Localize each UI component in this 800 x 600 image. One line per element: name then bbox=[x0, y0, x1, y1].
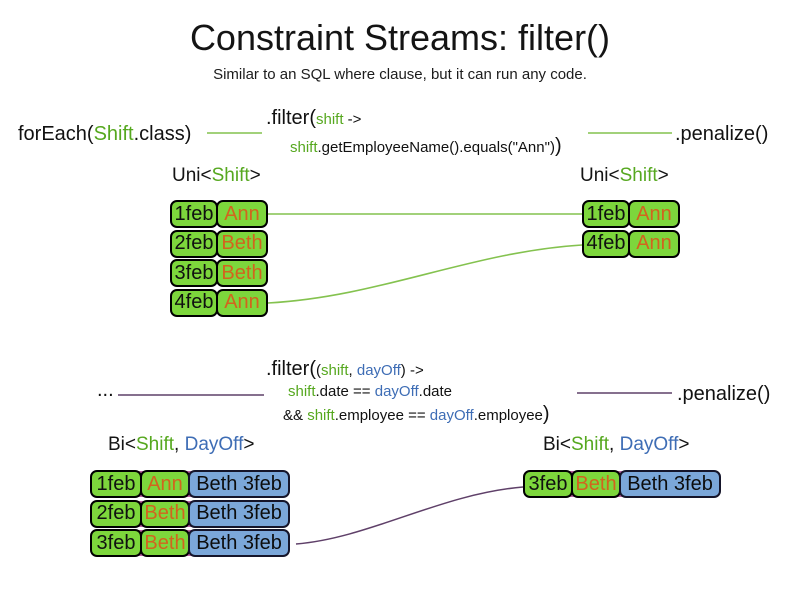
page-title: Constraint Streams: filter() bbox=[189, 17, 611, 58]
shift-name-cell: Ann bbox=[628, 229, 680, 258]
token-comma: , bbox=[348, 362, 357, 379]
token-uni-pre: Uni< bbox=[580, 165, 620, 186]
shift-name-cell: Beth bbox=[571, 470, 621, 498]
shift-date-cell: 2feb bbox=[170, 229, 218, 258]
token-arrow: -> bbox=[405, 362, 424, 379]
bi-header-right: Bi<Shift, DayOff> bbox=[543, 434, 689, 456]
token-bi-comma: , bbox=[609, 434, 620, 455]
token-bi-post: > bbox=[243, 434, 255, 455]
token-uni-post: > bbox=[657, 165, 669, 186]
shift-name-cell: Beth bbox=[216, 259, 268, 287]
table-row: 1feb Ann bbox=[170, 200, 268, 228]
uni-shift-header-left: Uni<Shift> bbox=[172, 165, 261, 187]
token-filter-head: .filter( bbox=[266, 107, 316, 129]
shift-name-cell: Ann bbox=[628, 200, 680, 228]
uni-shift-table-left: 1feb Ann 2feb Beth 3feb Beth 4feb Ann bbox=[170, 200, 268, 318]
code-foreach: forEach(Shift.class) bbox=[18, 122, 191, 146]
token-bi-type2: DayOff bbox=[184, 434, 244, 455]
code-filter-head-2: .filter((shift, dayOff) -> bbox=[266, 357, 424, 381]
code-filter-body-1: shift.getEmployeeName().equals("Ann")) bbox=[290, 135, 562, 157]
token-filter-param: shift bbox=[316, 111, 344, 128]
shift-date-cell: 1feb bbox=[90, 470, 142, 498]
token-bi-type1: Shift bbox=[571, 434, 610, 455]
shift-name-cell: Ann bbox=[140, 470, 190, 498]
match-line-4feb-ann bbox=[267, 244, 583, 304]
token-uni-type: Shift bbox=[211, 165, 250, 186]
token-uni-post: > bbox=[249, 165, 261, 186]
shift-date-cell: 2feb bbox=[90, 499, 142, 528]
shift-date-cell: 3feb bbox=[523, 470, 573, 498]
code-filter-head-1: .filter(shift -> bbox=[266, 106, 361, 130]
table-row: 2feb Beth Beth 3feb bbox=[90, 499, 290, 528]
uni-shift-header-right: Uni<Shift> bbox=[580, 165, 669, 187]
code-filter-body-2-line1: shift.date == dayOff.date bbox=[288, 382, 452, 401]
shift-name-cell: Ann bbox=[216, 288, 268, 317]
token-bi-pre: Bi< bbox=[543, 434, 571, 455]
token-employee: .employee bbox=[473, 407, 543, 424]
dayoff-cell: Beth 3feb bbox=[188, 499, 290, 528]
dayoff-cell: Beth 3feb bbox=[619, 470, 721, 498]
token-body-shift: shift bbox=[290, 139, 318, 156]
table-row: 1feb Ann Beth 3feb bbox=[90, 470, 290, 498]
token-bi-type1: Shift bbox=[136, 434, 175, 455]
code-penalize-top: .penalize() bbox=[675, 123, 769, 145]
bi-table-left: 1feb Ann Beth 3feb 2feb Beth Beth 3feb 3… bbox=[90, 470, 290, 559]
token-shift: shift bbox=[288, 383, 316, 400]
token-body-expr: .getEmployeeName().equals("Ann") bbox=[317, 139, 555, 156]
shift-date-cell: 1feb bbox=[582, 200, 630, 228]
table-row: 2feb Beth bbox=[170, 229, 268, 258]
table-row: 4feb Ann bbox=[170, 288, 268, 317]
token-bi-pre: Bi< bbox=[108, 434, 136, 455]
token-shift: shift bbox=[307, 407, 335, 424]
token-filter-arrow: -> bbox=[343, 111, 362, 128]
token-and: && bbox=[283, 407, 308, 424]
token-foreach-pre: forEach( bbox=[18, 123, 94, 145]
shift-date-cell: 3feb bbox=[90, 529, 142, 557]
token-dayoff: dayOff bbox=[374, 383, 419, 400]
shift-date-cell: 1feb bbox=[170, 200, 218, 228]
dayoff-cell: Beth 3feb bbox=[188, 529, 290, 557]
token-filter-head: .filter( bbox=[266, 358, 316, 380]
token-paren-open: ( bbox=[316, 362, 321, 379]
table-row: 1feb Ann bbox=[582, 200, 680, 228]
token-shift-class: Shift bbox=[93, 123, 134, 145]
bi-table-right: 3feb Beth Beth 3feb bbox=[523, 470, 721, 500]
table-row: 3feb Beth Beth 3feb bbox=[523, 470, 721, 498]
table-row: 4feb Ann bbox=[582, 229, 680, 258]
token-bi-post: > bbox=[678, 434, 690, 455]
match-line-3feb-pair bbox=[295, 486, 524, 545]
code-ellipsis: ... bbox=[97, 379, 114, 401]
code-filter-body-2-line2: && shift.employee == dayOff.employee) bbox=[283, 403, 550, 425]
token-employee-eq: .employee == bbox=[334, 407, 430, 424]
shift-name-cell: Ann bbox=[216, 200, 268, 228]
code-penalize-mid: .penalize() bbox=[677, 383, 771, 405]
token-uni-type: Shift bbox=[619, 165, 658, 186]
token-uni-pre: Uni< bbox=[172, 165, 212, 186]
page-subtitle: Similar to an SQL where clause, but it c… bbox=[213, 66, 587, 83]
token-param-shift: shift bbox=[321, 362, 349, 379]
shift-name-cell: Beth bbox=[140, 499, 190, 528]
uni-shift-table-right: 1feb Ann 4feb Ann bbox=[582, 200, 680, 259]
token-date: .date bbox=[418, 383, 453, 400]
table-row: 3feb Beth Beth 3feb bbox=[90, 529, 290, 557]
dayoff-cell: Beth 3feb bbox=[188, 470, 290, 498]
table-row: 3feb Beth bbox=[170, 259, 268, 287]
token-param-dayoff: dayOff bbox=[356, 362, 401, 379]
shift-date-cell: 4feb bbox=[170, 288, 218, 317]
token-date-eq: .date == bbox=[315, 383, 375, 400]
shift-date-cell: 3feb bbox=[170, 259, 218, 287]
token-filter-close: ) bbox=[542, 403, 550, 425]
token-filter-close: ) bbox=[554, 135, 562, 157]
token-dayoff: dayOff bbox=[429, 407, 474, 424]
shift-name-cell: Beth bbox=[140, 529, 190, 557]
token-paren-close: ) bbox=[400, 362, 406, 379]
token-bi-comma: , bbox=[174, 434, 185, 455]
token-foreach-post: .class) bbox=[133, 123, 192, 145]
token-bi-type2: DayOff bbox=[619, 434, 679, 455]
bi-header-left: Bi<Shift, DayOff> bbox=[108, 434, 254, 456]
shift-date-cell: 4feb bbox=[582, 229, 630, 258]
shift-name-cell: Beth bbox=[216, 229, 268, 258]
